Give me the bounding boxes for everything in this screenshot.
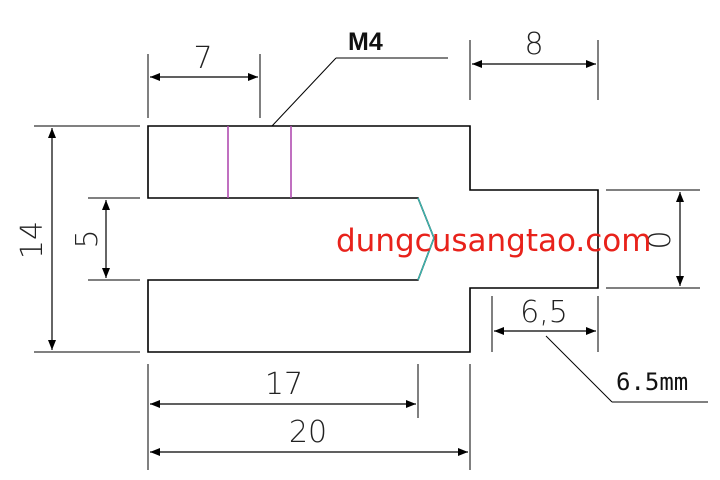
dim-total-length: 20 [289, 415, 327, 450]
leader-line-tab-note [545, 335, 613, 403]
slot-tip-edge [417, 197, 435, 281]
dim-top-right: 8 [524, 27, 543, 62]
dim-slot-depth: 17 [265, 367, 303, 402]
thread-label: M4 [348, 28, 383, 56]
dim-top-left: 7 [193, 41, 212, 76]
dim-tab-width: 6,5 [520, 295, 568, 330]
tab-note-label: 6.5mm [616, 368, 688, 396]
dim-right-height: 0 [643, 230, 678, 249]
leader-line-m4 [271, 57, 337, 127]
watermark-text: dungcusangtao.com [336, 223, 651, 259]
dim-left-height: 14 [15, 221, 50, 259]
dim-slot-height: 5 [70, 229, 105, 248]
